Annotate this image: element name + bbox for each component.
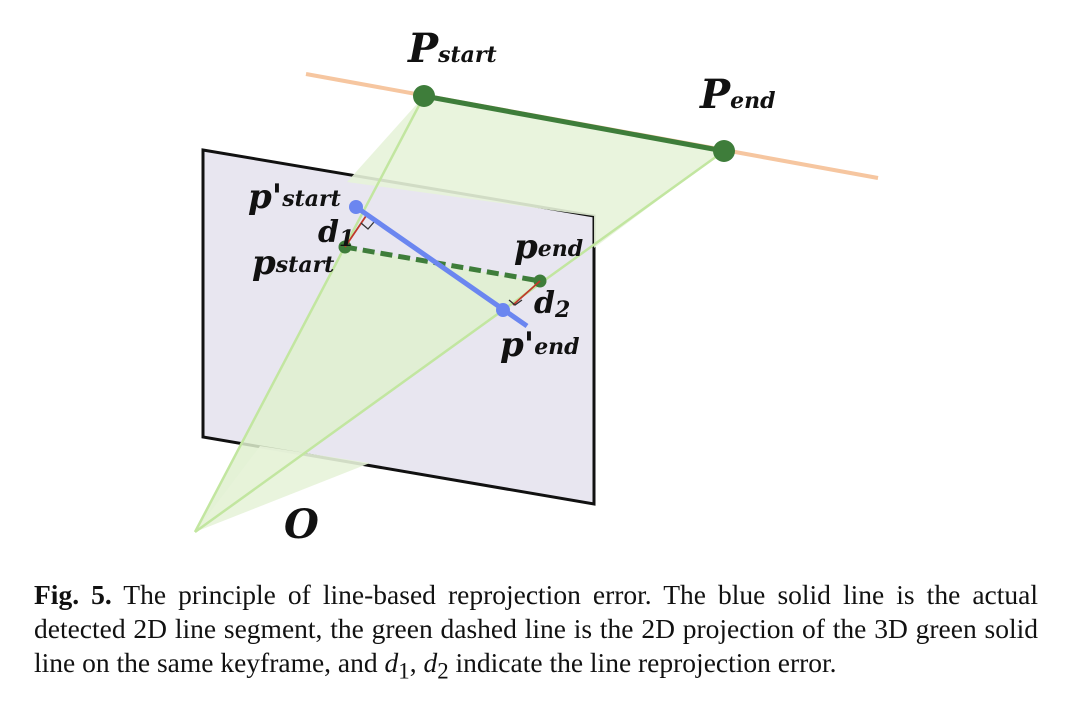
caption-text-1: The principle of line-based reprojection… [34,579,1038,678]
label-P-start: Pstart [407,25,497,72]
error-line-d1 [344,215,367,248]
label-d1: d1 [318,215,354,252]
projected-line [344,244,541,284]
figure-caption: Fig. 5. The principle of line-based repr… [34,578,1038,689]
caption-d1-base: d [384,647,399,678]
caption-d1-sub: 1 [398,658,410,684]
caption-d2-base: d [423,647,438,678]
label-p-prime-start: p'start [248,177,341,217]
label-p-end: pend [514,227,583,267]
caption-sep: , [409,647,424,678]
frustum-edge-end [194,149,725,534]
point-p-prime-start [349,200,363,214]
caption-text-2: indicate the line reprojection error. [448,647,837,678]
point-P-end [713,140,735,162]
error-line-d2 [512,280,541,306]
label-p-start: pstart [252,243,334,283]
point-p-prime-end [496,303,510,317]
right-angle-d2 [508,299,523,306]
reprojection-diagram: Pstart Pend p'start d1 pstart pend d2 p'… [193,25,879,548]
frustum-edge-start [193,95,426,533]
label-origin: O [284,501,319,548]
right-angle-d1 [360,221,375,230]
line-3d-segment [423,93,725,154]
caption-d2-sub: 2 [437,658,449,684]
label-p-prime-end: p'end [500,325,580,365]
label-d2: d2 [534,286,570,323]
caption-fig-label: Fig. 5. [34,579,112,610]
label-P-end: Pend [699,71,775,118]
frustum-lower [195,446,370,532]
point-P-start [413,85,435,107]
